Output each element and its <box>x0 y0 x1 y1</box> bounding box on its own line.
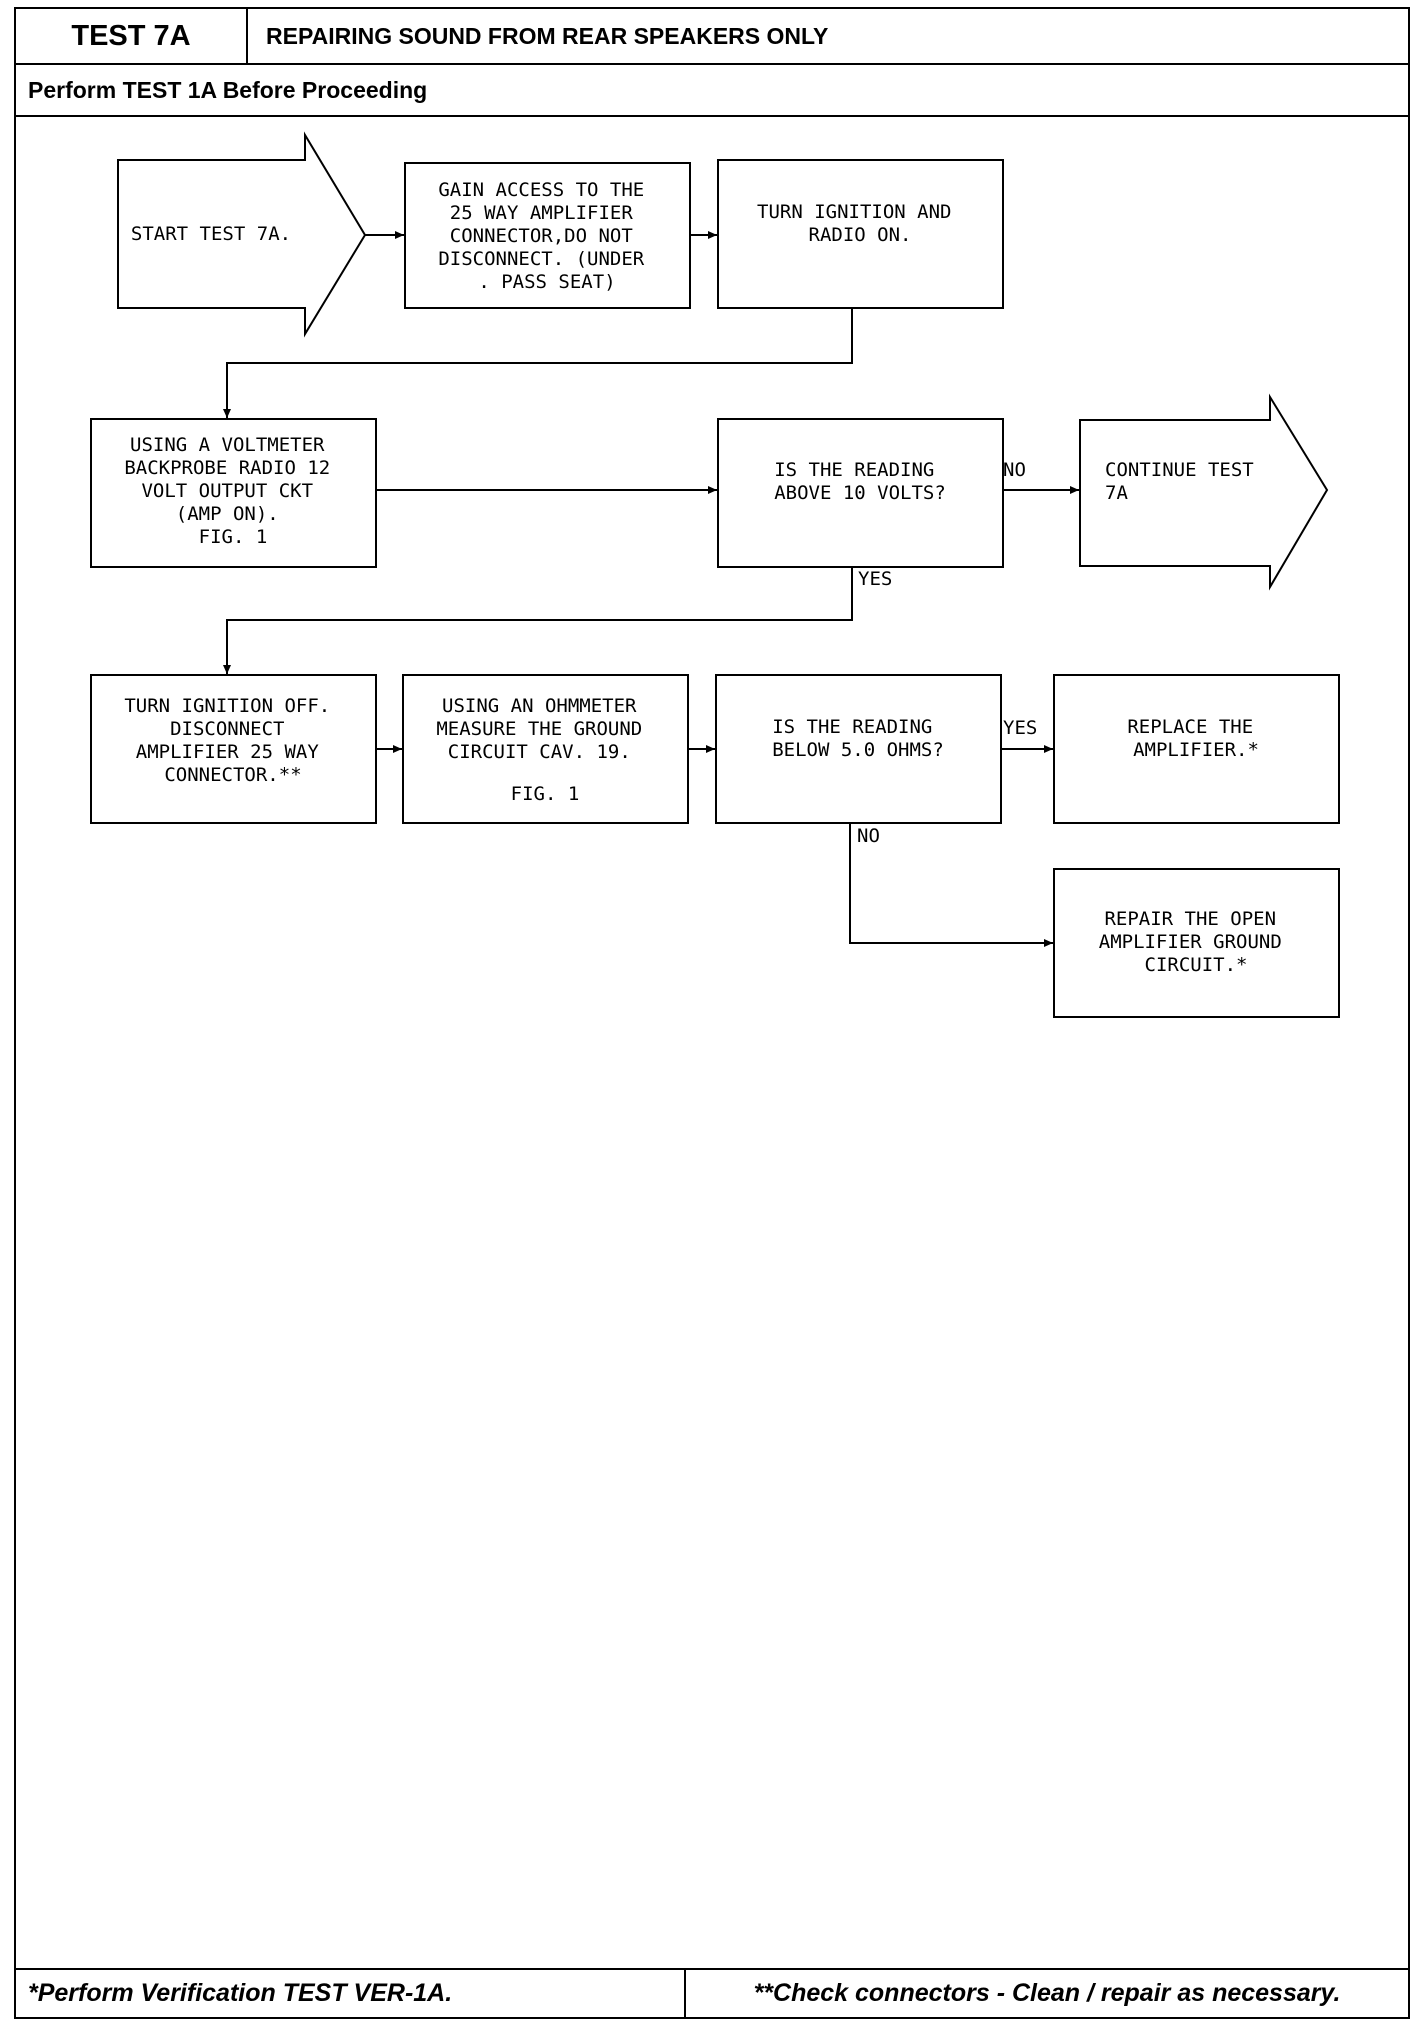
repair-text: REPAIR THE OPEN AMPLIFIER GROUND CIRCUIT… <box>1099 908 1293 976</box>
decision-ohms-box <box>715 674 1002 824</box>
start-text: START TEST 7A. <box>131 223 291 245</box>
test-id: TEST 7A <box>16 9 248 63</box>
voltmeter-text: USING A VOLTMETER BACKPROBE RADIO 12 VOL… <box>124 434 341 548</box>
gain-access-box <box>404 162 691 309</box>
header-row: TEST 7A REPAIRING SOUND FROM REAR SPEAKE… <box>16 9 1408 65</box>
decision-ohms-text: IS THE READING BELOW 5.0 OHMS? <box>772 716 944 761</box>
ohmmeter-text: USING AN OHMMETER MEASURE THE GROUND CIR… <box>436 695 653 805</box>
decision-volts-text: IS THE READING ABOVE 10 VOLTS? <box>774 459 946 504</box>
label-no-ohms: NO <box>857 825 880 847</box>
voltmeter-box <box>90 418 377 568</box>
ohmmeter-box <box>402 674 689 824</box>
continue-arrow-shape <box>1079 393 1329 591</box>
replace-text: REPLACE THE AMPLIFIER.* <box>1127 716 1264 761</box>
label-no-volts: NO <box>1003 459 1026 481</box>
arrow-turnon-to-voltmeter <box>223 308 853 418</box>
start-arrow-shape <box>117 131 367 338</box>
replace-box <box>1053 674 1340 824</box>
repair-box <box>1053 868 1340 1018</box>
turn-on-text: TURN IGNITION AND RADIO ON. <box>757 201 963 246</box>
footnote-verification: *Perform Verification TEST VER-1A. <box>16 1970 686 2017</box>
ignition-off-box <box>90 674 377 824</box>
test-sheet: TEST 7A REPAIRING SOUND FROM REAR SPEAKE… <box>14 7 1410 2019</box>
decision-volts-box <box>717 418 1004 568</box>
ignition-off-text: TURN IGNITION OFF. DISCONNECT AMPLIFIER … <box>124 695 341 786</box>
arrow-decision-yes-ignition <box>223 567 853 674</box>
arrow-decision-no-repair <box>849 823 1053 947</box>
prerequisite-note: Perform TEST 1A Before Proceeding <box>16 65 1408 117</box>
footnote-connectors: **Check connectors - Clean / repair as n… <box>753 1979 1341 2007</box>
footer-row: *Perform Verification TEST VER-1A. **Che… <box>16 1968 1408 2017</box>
gain-access-text: GAIN ACCESS TO THE 25 WAY AMPLIFIER CONN… <box>438 179 655 293</box>
label-yes-volts: YES <box>858 568 892 590</box>
label-yes-ohms: YES <box>1003 717 1037 739</box>
continue-text: CONTINUE TEST 7A <box>1105 459 1265 504</box>
test-title: REPAIRING SOUND FROM REAR SPEAKERS ONLY <box>266 22 829 49</box>
turn-on-box <box>717 159 1004 309</box>
